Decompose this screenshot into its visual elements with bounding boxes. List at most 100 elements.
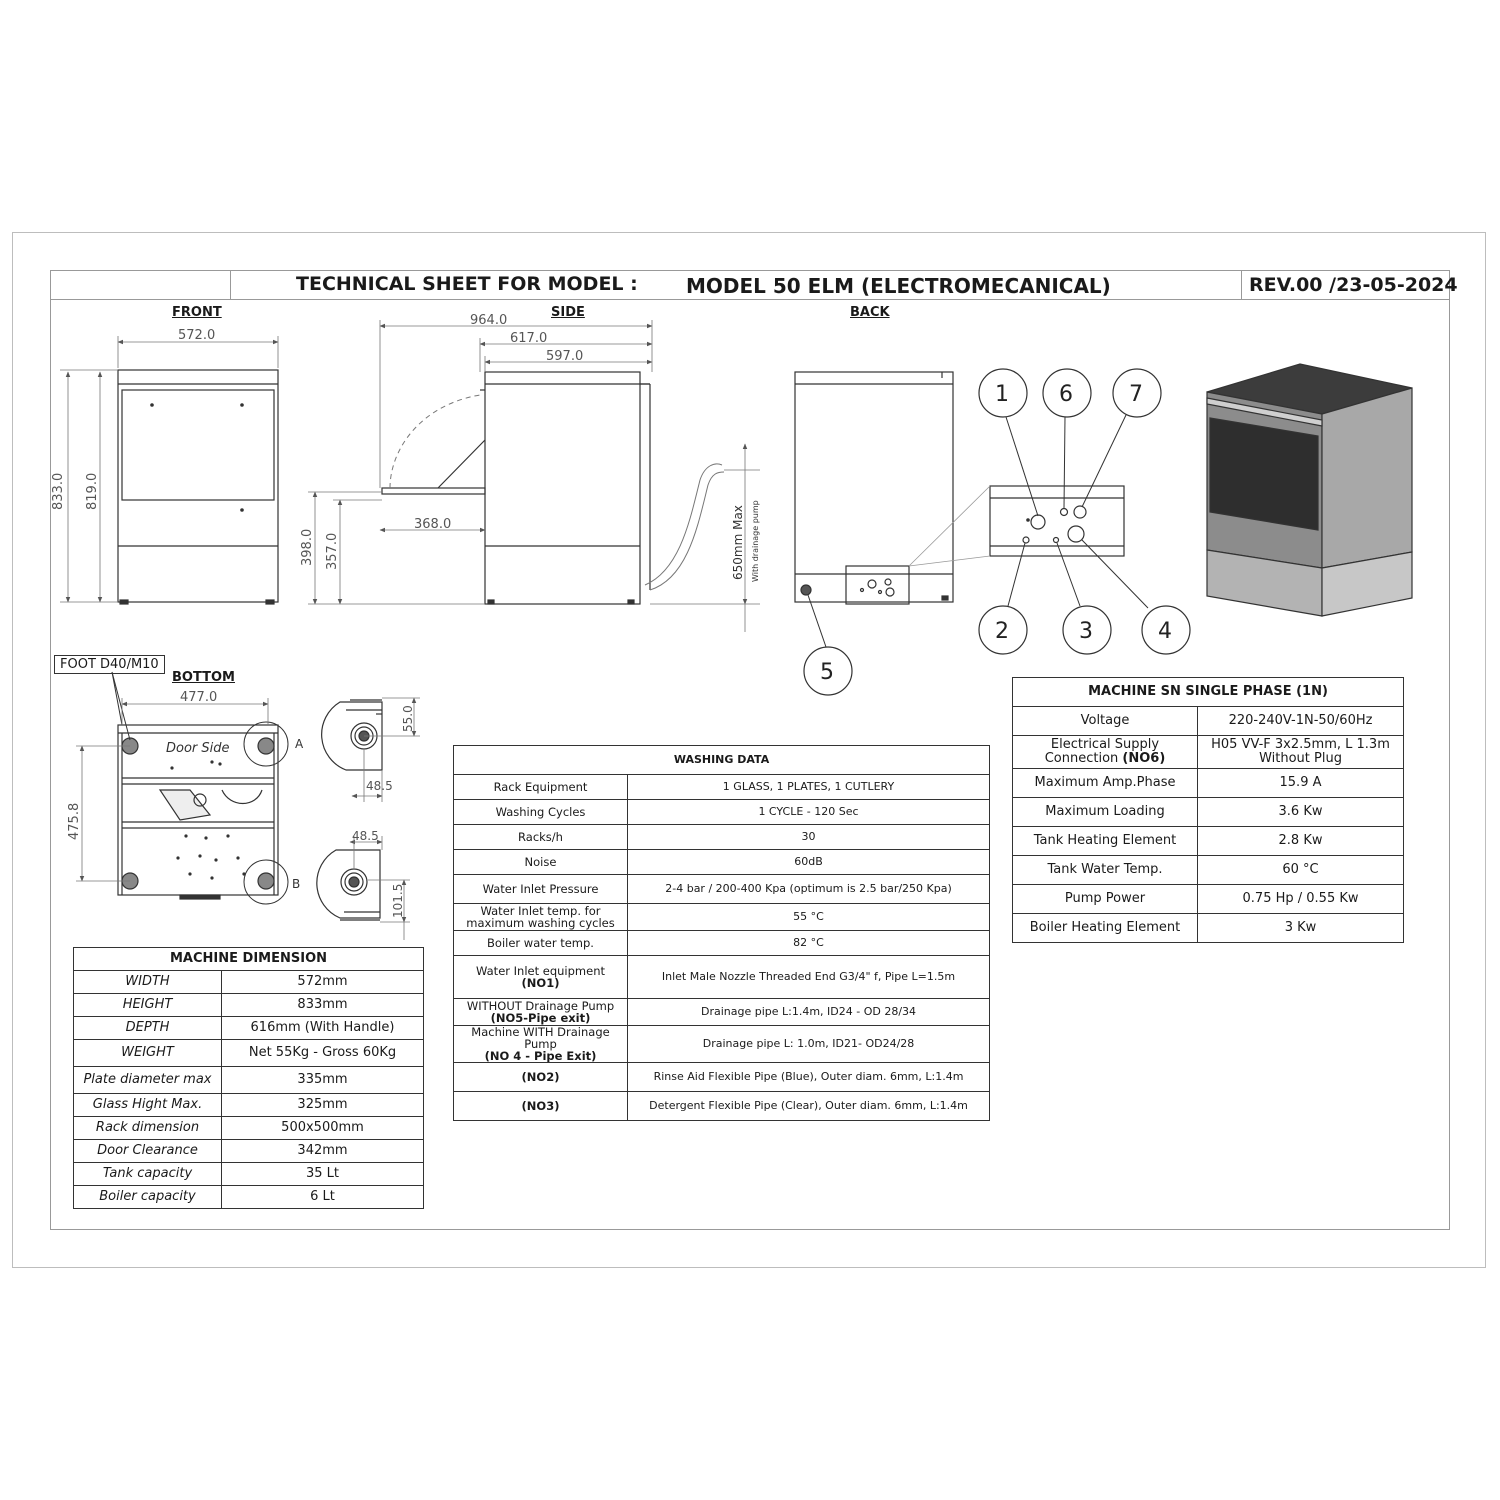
washing-label-text: Racks/h [518, 829, 563, 844]
front-view-drawing [117, 369, 279, 605]
phase-value-text: 60 °C [1282, 862, 1319, 878]
callout-circles [803, 368, 1191, 696]
dimension-label: Glass Hight Max. [73, 1093, 222, 1117]
dim-side-door: 368.0 [414, 517, 451, 532]
dimension-value: 833mm [221, 993, 424, 1017]
header-separator-left [230, 270, 231, 300]
detail-a-label: A [295, 737, 304, 751]
dimension-value: 342mm [221, 1139, 424, 1163]
callout-label-5: 5 [820, 660, 834, 685]
table-row: WITHOUT Drainage Pump(NO5-Pipe exit)Drai… [453, 998, 991, 1026]
table-row: Machine WITH Drainage Pump(NO 4 - Pipe E… [453, 1024, 991, 1064]
callout-7 [1112, 368, 1162, 418]
washing-value: Rinse Aid Flexible Pipe (Blue), Outer di… [626, 1062, 991, 1093]
washing-label-text: Rack Equipment [493, 779, 588, 794]
dimension-label: WIDTH [73, 970, 222, 994]
phase-value: 60 °C [1196, 855, 1405, 885]
washing-label: (NO2) [453, 1062, 628, 1093]
table-row: (NO2) Rinse Aid Flexible Pipe (Blue), Out… [453, 1062, 991, 1093]
callout-label-7: 7 [1129, 382, 1143, 407]
washing-label: WITHOUT Drainage Pump(NO5-Pipe exit) [453, 998, 628, 1026]
phase-value-text: 3 Kw [1284, 920, 1317, 936]
dimension-value: 572mm [221, 970, 424, 994]
callout-leaders [807, 414, 1149, 648]
machine-dimension-title: MACHINE DIMENSION [73, 947, 424, 971]
phase-label: Voltage [1012, 706, 1198, 736]
dim-front-height: 833.0 [51, 473, 66, 510]
bottom-dimension-lines [76, 698, 269, 882]
sheet-label: TECHNICAL SHEET FOR MODEL : [296, 273, 638, 295]
phase-value-text: 3.6 Kw [1278, 804, 1323, 820]
table-row: Boiler water temp.82 °C [453, 930, 991, 956]
phase-label: Maximum Amp.Phase [1012, 768, 1198, 798]
washing-label: Noise [453, 849, 628, 875]
detail-b-drawing [316, 849, 381, 921]
phase-label-text: Tank Water Temp. [1047, 862, 1163, 878]
table-row: (NO3)Detergent Flexible Pipe (Clear), Ou… [453, 1091, 991, 1122]
foot-label: FOOT D40/M10 [54, 655, 165, 674]
washing-label-code: (NO2) [521, 1070, 560, 1085]
sheet-outer-border [12, 232, 1486, 1268]
sheet-inner-border [50, 270, 1450, 1230]
washing-label: Racks/h [453, 824, 628, 850]
dimension-value: Net 55Kg - Gross 60Kg [221, 1039, 424, 1067]
side-view-drawing [381, 371, 651, 605]
single-phase-title: MACHINE SN SINGLE PHASE (1N) [1011, 677, 1405, 707]
washing-value: Inlet Male Nozzle Threaded End G3/4" f, … [626, 955, 991, 999]
table-row: Water Inlet equipment(NO1)Inlet Male Noz… [453, 955, 991, 999]
phase-value-text-2: Without Plug [1259, 751, 1342, 766]
phase-value: 0.75 Hp / 0.55 Kw [1196, 884, 1405, 914]
washing-label-text: Machine WITH Drainage Pump [471, 1025, 610, 1052]
washing-label: Water Inlet Pressure [453, 874, 628, 904]
washing-value: 82 °C [626, 930, 991, 956]
washing-label-text: Water Inlet Pressure [482, 881, 599, 896]
washing-label: Water Inlet equipment(NO1) [453, 955, 628, 999]
washing-label-text: WITHOUT Drainage Pump [466, 998, 615, 1013]
washing-value: 55 °C [626, 903, 991, 931]
drain-hose [644, 463, 723, 586]
dim-front-width: 572.0 [178, 328, 215, 343]
dim-side-total: 964.0 [470, 313, 507, 328]
phase-value-text: 2.8 Kw [1278, 833, 1323, 849]
dimension-label: DEPTH [73, 1016, 222, 1040]
dimension-value: 335mm [221, 1066, 424, 1094]
dim-bottom-depth: 475.8 [67, 803, 82, 840]
isometric-machine-render [1206, 363, 1413, 617]
washing-value: Drainage pipe L: 1.0m, ID21- OD24/28 [626, 1024, 991, 1064]
washing-label-code: (NO5-Pipe exit) [490, 1011, 591, 1025]
table-row: Tank Heating Element 2.8 Kw [1012, 826, 1405, 856]
phase-label-code: (NO6) [1122, 751, 1166, 766]
callout-label-3: 3 [1079, 619, 1093, 644]
phase-label-text: Electrical Supply Connection [1044, 737, 1160, 766]
phase-label: Maximum Loading [1012, 797, 1198, 827]
detail-circles [243, 721, 289, 905]
washing-value: 30 [626, 824, 991, 850]
dimension-value: 6 Lt [221, 1185, 424, 1209]
door-swing-arc [389, 394, 481, 489]
phase-value: 2.8 Kw [1196, 826, 1405, 856]
washing-label-text: Noise [524, 854, 557, 869]
dim-detail-b-h: 101.5 [391, 884, 405, 918]
washing-label: Washing Cycles [453, 799, 628, 825]
dimension-label: Plate diameter max [73, 1066, 222, 1094]
dimension-value: 325mm [221, 1093, 424, 1117]
table-row: Tank Water Temp. 60 °C [1012, 855, 1405, 885]
dim-detail-a-h: 55.0 [401, 705, 415, 732]
washing-data-title: WASHING DATA [452, 745, 991, 775]
side-view-label: SIDE [551, 305, 585, 320]
dim-side-597: 597.0 [546, 349, 583, 364]
dim-drain-max: 650mm Max [731, 505, 745, 580]
washing-label-code: (NO 4 - Pipe Exit) [484, 1049, 597, 1063]
door-side-label: Door Side [166, 741, 230, 756]
bottom-view-label: BOTTOM [172, 670, 235, 685]
washing-value: 1 CYCLE - 120 Sec [626, 799, 991, 825]
dimension-label: Rack dimension [73, 1116, 222, 1140]
phase-label-text: Tank Heating Element [1033, 833, 1177, 849]
